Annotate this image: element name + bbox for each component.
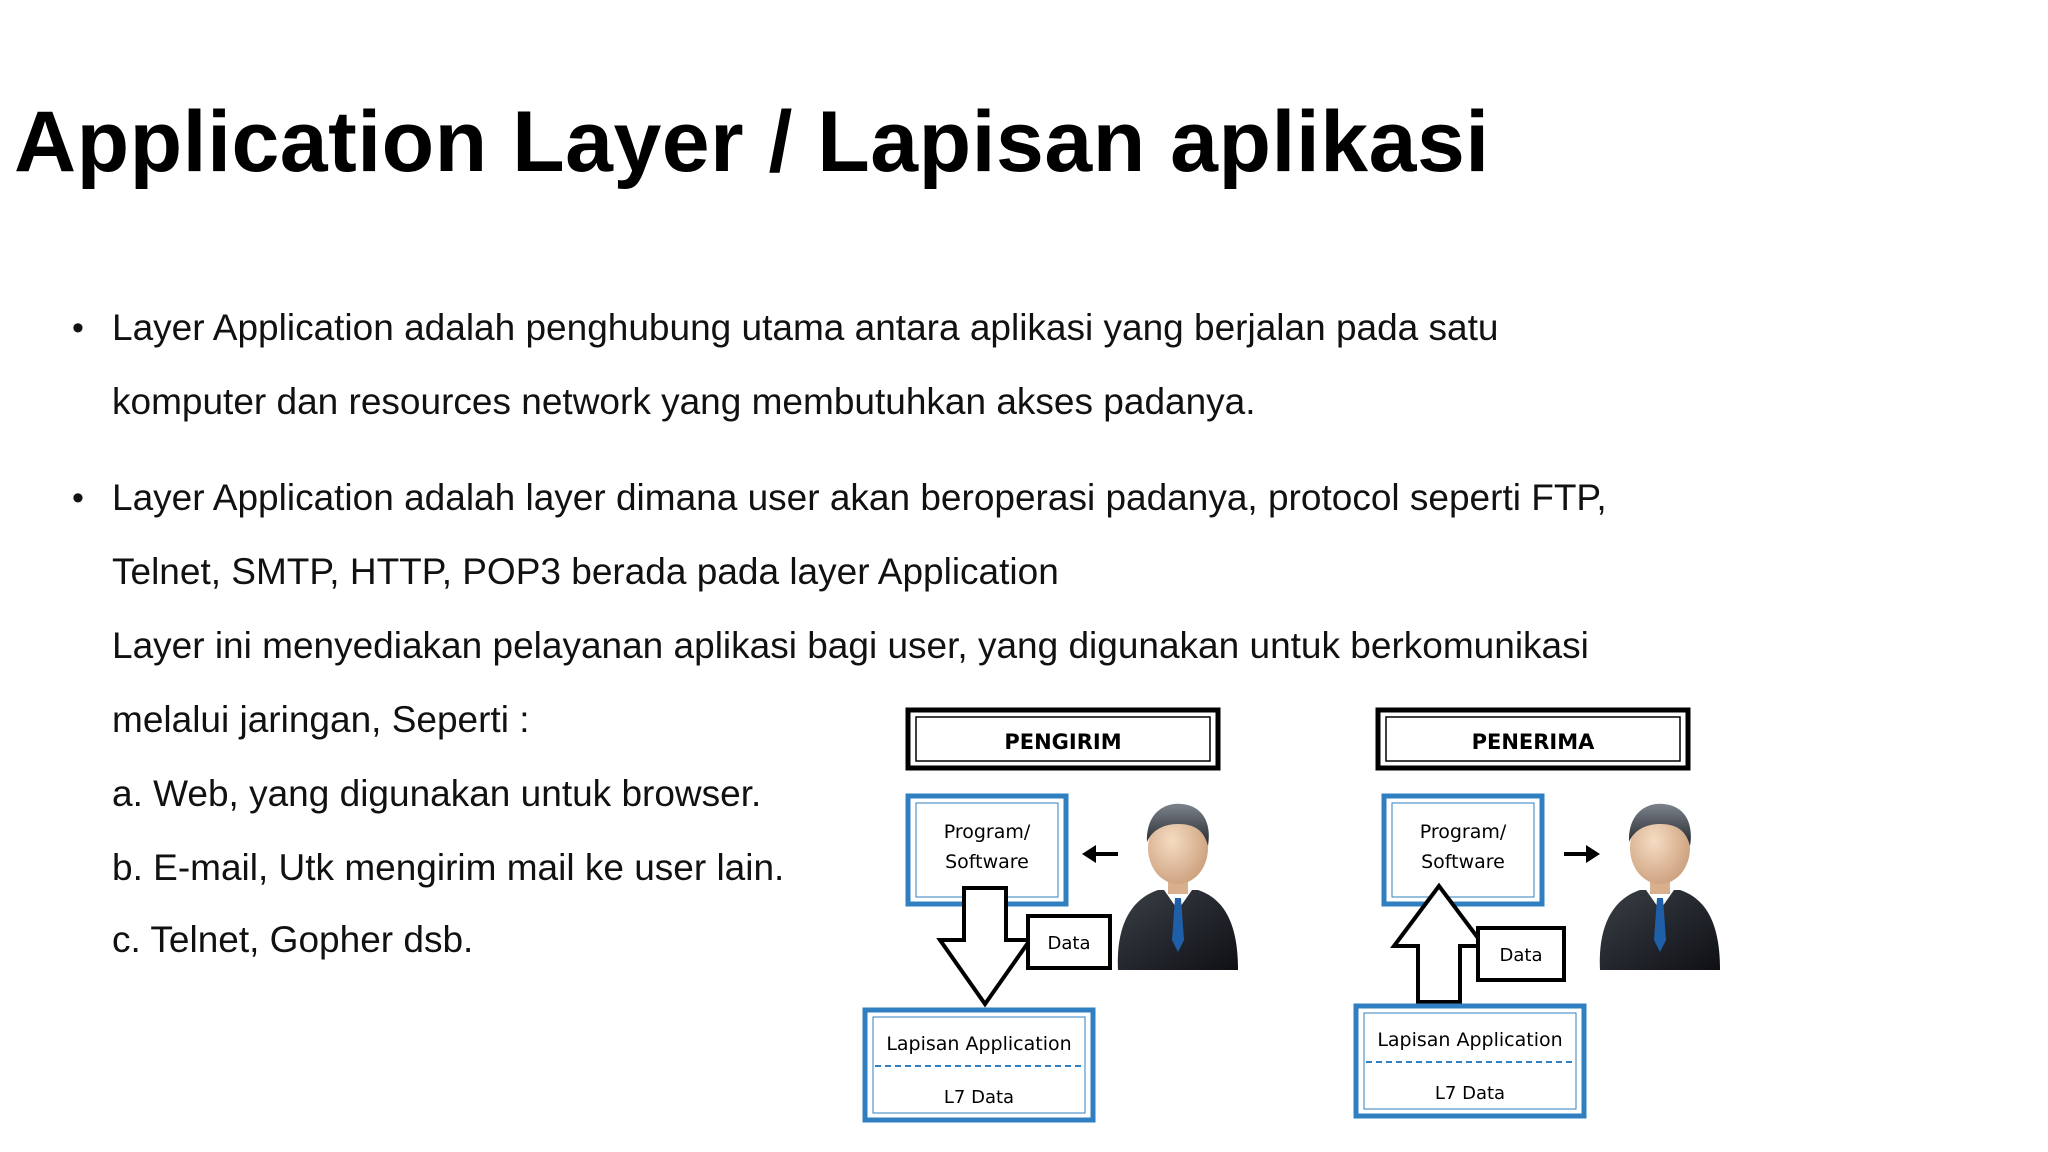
receiver-header-box: [1375, 707, 1691, 771]
sender-layer-data: L7 Data: [944, 1087, 1014, 1108]
receiver-layer-label: Lapisan Application: [1377, 1029, 1562, 1051]
receiver-group: PENERIMA Program/ Software Data: [1353, 707, 1720, 1119]
receiver-program-label-2: Software: [1421, 851, 1505, 873]
receiver-program-label-1: Program/: [1420, 821, 1507, 843]
list-item-telnet: c. Telnet, Gopher dsb.: [112, 919, 474, 960]
sender-layer-label: Lapisan Application: [886, 1033, 1071, 1055]
bullet-marker: •: [72, 309, 84, 347]
slide-title: Application Layer / Lapisan aplikasi: [14, 94, 1490, 190]
list-item-email: b. E-mail, Utk mengirim mail ke user lai…: [112, 847, 785, 888]
sender-data-label: Data: [1048, 933, 1091, 954]
sender-group: PENGIRIM Program/ Software Data: [862, 707, 1238, 1123]
bullet-marker: •: [72, 479, 84, 517]
user-icon: [1599, 803, 1720, 970]
receiver-program-box: [1381, 793, 1545, 907]
receiver-data-label: Data: [1500, 945, 1543, 966]
sender-program-label-1: Program/: [944, 821, 1031, 843]
sender-header-box: [905, 707, 1221, 771]
arrow-up-icon: [1390, 882, 1488, 1004]
receiver-layer-data: L7 Data: [1435, 1083, 1505, 1104]
arrow-down-icon: [936, 886, 1034, 1008]
application-layer-diagram: PENGIRIM Program/ Software Data: [860, 700, 1760, 1145]
bullet-1-line-1: Layer Application adalah penghubung utam…: [112, 307, 1499, 348]
sender-data-box: [1026, 914, 1112, 970]
bullet-2-line-3: Layer ini menyediakan pelayanan aplikasi…: [112, 625, 1589, 666]
list-item-web: a. Web, yang digunakan untuk browser.: [112, 773, 762, 814]
arrow-right-icon: [1564, 845, 1600, 863]
bullet-2-line-2: Telnet, SMTP, HTTP, POP3 berada pada lay…: [112, 551, 1059, 592]
sender-program-label-2: Software: [945, 851, 1029, 873]
user-icon: [1117, 803, 1238, 970]
receiver-header-label: PENERIMA: [1472, 730, 1596, 754]
sender-header-label: PENGIRIM: [1004, 730, 1121, 754]
bullet-2-line-4: melalui jaringan, Seperti :: [112, 699, 530, 740]
receiver-data-box: [1476, 926, 1566, 982]
bullet-2-line-1: Layer Application adalah layer dimana us…: [112, 477, 1607, 518]
arrow-left-icon: [1082, 845, 1118, 863]
bullet-1-line-2: komputer dan resources network yang memb…: [112, 381, 1256, 422]
